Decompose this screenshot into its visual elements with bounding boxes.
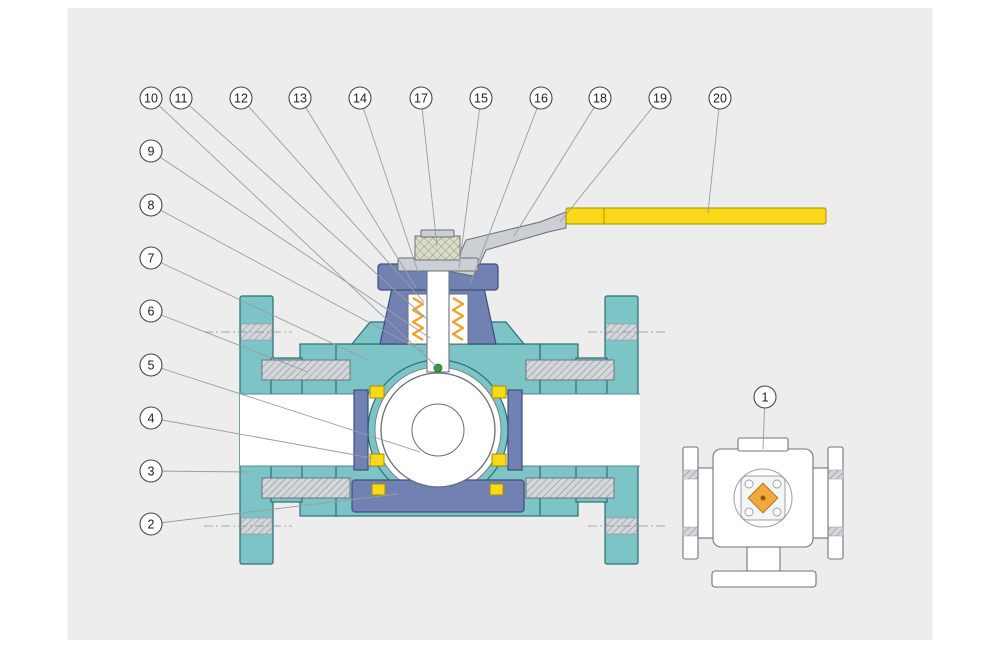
- left-seat-retainer: [353, 389, 369, 471]
- leader-line-14: [359, 97, 419, 273]
- leader-line-13: [299, 97, 417, 289]
- leader-line-20: [707, 97, 721, 214]
- stem-nut: [414, 235, 461, 261]
- side-base-plate: [711, 570, 817, 588]
- side-bolt-hole-4: [772, 507, 782, 517]
- bottom-cap-seal-left: [371, 483, 386, 496]
- valve-cross-section: [204, 207, 827, 565]
- callout-label-11: 11: [175, 92, 188, 106]
- side-left-flange-hole-bottom: [682, 526, 699, 537]
- callout-balloon-15: [469, 86, 493, 110]
- callout-label-3: 3: [148, 465, 155, 479]
- right-top-stud-bolt: [525, 359, 615, 381]
- leader-line-8: [150, 204, 425, 353]
- callout-label-19: 19: [653, 92, 667, 106]
- seat-top-left: [369, 385, 385, 399]
- leader-line-15: [458, 97, 482, 269]
- leader-line-11: [180, 97, 429, 321]
- callout-balloon-14: [348, 86, 372, 110]
- ball-bore: [411, 403, 465, 457]
- side-bottom-neck: [746, 546, 781, 573]
- side-bolt-circle: [733, 468, 793, 528]
- leader-line-2: [150, 493, 399, 525]
- leader-line-18: [513, 97, 601, 237]
- callout-balloon-19: [648, 86, 672, 110]
- side-bolt-hole-3: [744, 507, 754, 517]
- stem-nut-cap: [420, 229, 455, 238]
- callout-label-17: 17: [414, 92, 428, 106]
- leader-line-12: [240, 97, 425, 303]
- callout-label-14: 14: [353, 92, 367, 106]
- seat-bottom-left: [369, 453, 385, 467]
- side-right-flange: [827, 446, 844, 560]
- leader-line-17: [420, 97, 438, 247]
- side-left-flange-hole-top: [682, 469, 699, 480]
- callout-balloon-18: [588, 86, 612, 110]
- leader-line-6: [150, 310, 309, 373]
- callout-balloon-2: [139, 512, 163, 536]
- callout-label-15: 15: [474, 92, 488, 106]
- leader-line-16: [469, 97, 542, 285]
- callout-label-7: 7: [148, 252, 155, 266]
- side-left-hub: [697, 467, 715, 539]
- right-seat-retainer: [507, 389, 523, 471]
- callout-label-13: 13: [293, 92, 307, 106]
- callout-label-1: 1: [762, 391, 769, 405]
- side-left-flange: [682, 446, 699, 560]
- bottom-cap-seal-right: [489, 483, 504, 496]
- callout-label-2: 2: [148, 518, 155, 532]
- callout-label-6: 6: [148, 305, 155, 319]
- callout-balloon-1: [753, 385, 777, 409]
- leader-line-9: [150, 150, 431, 339]
- left-top-stud-bolt: [261, 359, 351, 381]
- callout-balloon-5: [139, 353, 163, 377]
- right-bottom-stud-bolt: [525, 477, 615, 499]
- callout-balloon-13: [288, 86, 312, 110]
- side-right-flange-hole-top: [827, 469, 844, 480]
- callout-label-5: 5: [148, 359, 155, 373]
- callout-balloon-7: [139, 246, 163, 270]
- left-bottom-stud-bolt: [261, 477, 351, 499]
- callout-balloon-16: [529, 86, 553, 110]
- callout-balloon-9: [139, 139, 163, 163]
- callout-balloon-4: [139, 406, 163, 430]
- callout-label-10: 10: [144, 92, 158, 106]
- callout-balloon-20: [708, 86, 732, 110]
- side-bolt-hole-1: [744, 479, 754, 489]
- seat-top-right: [491, 385, 507, 399]
- leader-line-10: [150, 97, 437, 367]
- callout-label-20: 20: [713, 92, 727, 106]
- side-right-hub: [811, 467, 829, 539]
- spring-stack-right: [451, 296, 465, 342]
- callout-balloon-17: [409, 86, 433, 110]
- callout-label-18: 18: [593, 92, 607, 106]
- seat-bottom-right: [491, 453, 507, 467]
- valve-side-view: [682, 437, 844, 588]
- handle-lever-bar: [565, 207, 827, 225]
- leader-line-5: [150, 364, 421, 453]
- leader-line-7: [150, 257, 369, 361]
- side-right-flange-hole-bottom: [827, 526, 844, 537]
- callouts-layer: 10 11 12 13 14 17 15 16 18 19 20 9 8 7 6 5 4 3 2 1: [139, 86, 777, 536]
- callout-label-4: 4: [148, 412, 155, 426]
- spring-stack-left: [411, 296, 425, 342]
- side-bolt-hole-2: [772, 479, 782, 489]
- callout-balloon-11: [169, 86, 193, 110]
- leader-line-19: [559, 97, 661, 223]
- callout-balloon-3: [139, 459, 163, 483]
- callout-balloon-8: [139, 193, 163, 217]
- callout-label-12: 12: [234, 92, 248, 106]
- callout-balloon-6: [139, 299, 163, 323]
- callout-label-9: 9: [148, 145, 155, 159]
- side-stem-center: [760, 495, 766, 501]
- leader-line-4: [150, 417, 373, 459]
- callout-label-8: 8: [148, 199, 155, 213]
- leader-line-3: [150, 470, 253, 473]
- callout-balloon-12: [229, 86, 253, 110]
- callout-label-16: 16: [534, 92, 548, 106]
- callout-balloon-10: [139, 86, 163, 110]
